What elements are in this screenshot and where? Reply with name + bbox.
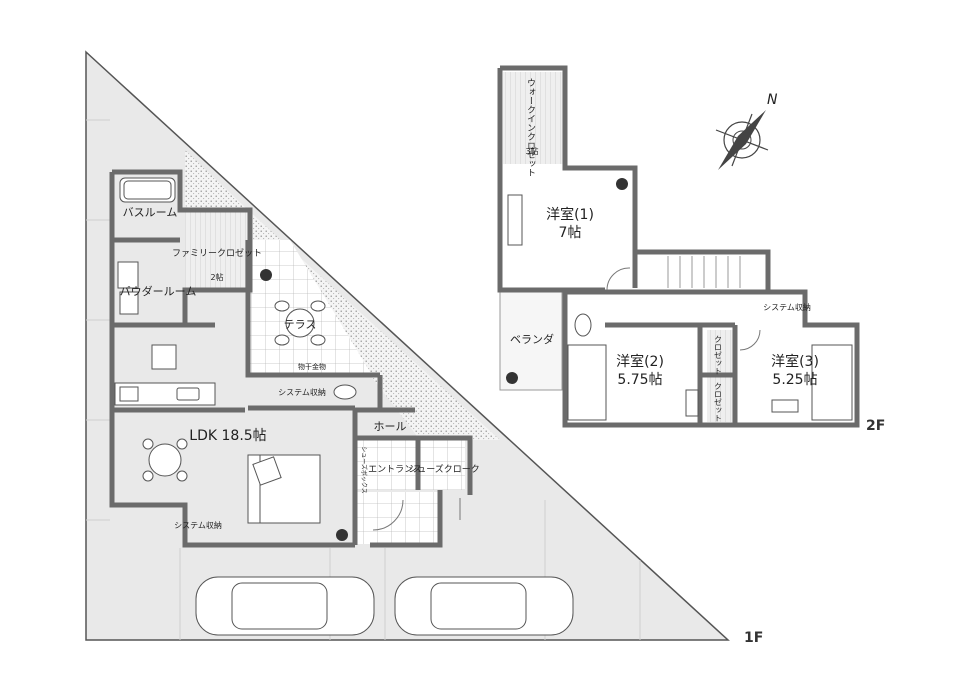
western3-name: 洋室(3): [771, 353, 819, 370]
shoes-cloak-label: シューズクローク: [408, 463, 480, 475]
car-1: [195, 576, 375, 636]
closet-label-2: クロゼット: [714, 382, 723, 422]
system-storage-label-2: システム収納: [174, 520, 222, 530]
system-storage-label-1: システム収納: [278, 387, 326, 397]
floor-label-1f: 1F: [744, 630, 763, 646]
veranda-label: ベランダ: [510, 332, 554, 346]
second-floor-plan: [497, 65, 860, 428]
car-2: [394, 576, 574, 636]
western2-size: 5.75帖: [617, 372, 662, 388]
closet-label-1: クロゼット: [714, 335, 723, 375]
family-closet-size: 2帖: [210, 272, 223, 282]
walk-in-closet-size: 3帖: [525, 146, 538, 156]
hall-label: ホール: [374, 420, 407, 433]
walk-in-closet-label: ウォークインクロゼット: [525, 78, 536, 177]
powder-label: パウダールーム: [120, 284, 197, 298]
site-lot: [85, 50, 730, 641]
western3-size: 5.25帖: [772, 372, 817, 388]
compass-north-label: N: [767, 92, 778, 108]
western1-name: 洋室(1): [546, 206, 594, 223]
ldk-label: LDK 18.5帖: [189, 428, 266, 444]
western2-name: 洋室(2): [616, 353, 664, 370]
floor-label-2f: 2F: [866, 418, 885, 434]
shoes-box-label: シューズボックス: [360, 446, 368, 494]
system-storage-label-3: システム収納: [763, 302, 811, 312]
family-closet-label: ファミリークロゼット: [172, 247, 262, 259]
terrace-label: テラス: [284, 318, 317, 331]
drying-hardware-label: 物干金物: [298, 362, 326, 371]
compass-icon: [715, 110, 769, 170]
bath-label: バスルーム: [123, 206, 178, 219]
entrance-label: エントランス: [368, 464, 422, 475]
western1-size: 7帖: [559, 225, 582, 241]
first-floor-plan: [109, 169, 473, 548]
